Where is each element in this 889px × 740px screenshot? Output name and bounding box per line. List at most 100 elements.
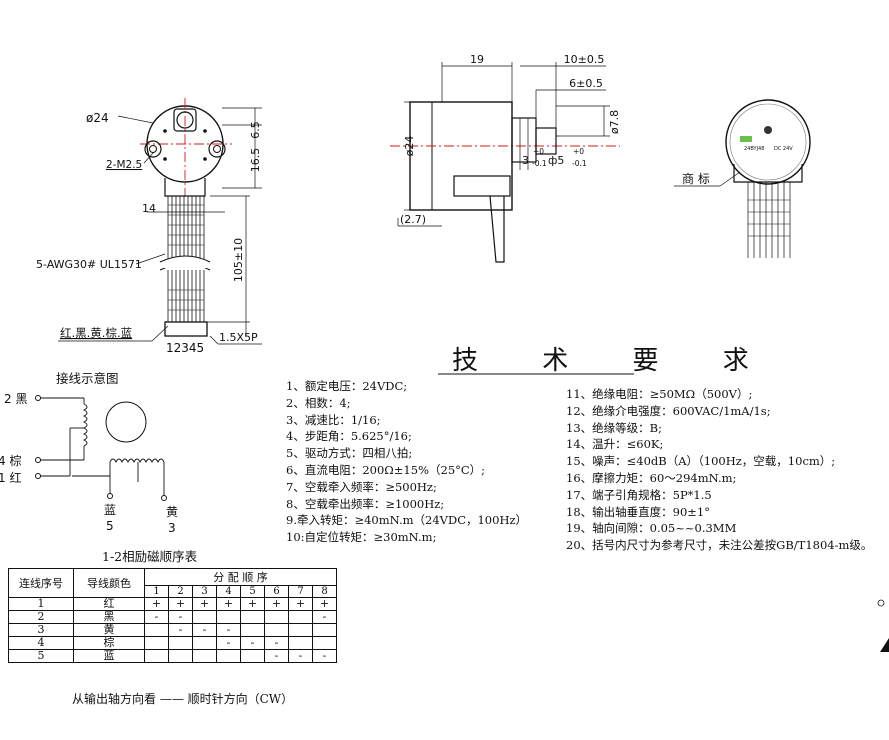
front-dim-diameter: ø24: [86, 111, 109, 125]
trademark-label: 商 标: [682, 171, 710, 186]
spec-item: 9.牵入转矩：≥40mN.m（24VDC，100Hz）: [286, 513, 528, 528]
cell: -: [144, 610, 169, 624]
cell: +: [312, 597, 337, 611]
side-dim-6: 6±0.5: [569, 77, 603, 90]
spec-item: 8、空载牵出频率：≥1000Hz;: [286, 496, 445, 511]
spec-item: 7、空载牵入频率：≥500Hz;: [286, 479, 437, 494]
step-header: 3: [192, 585, 217, 598]
spec-item: 18、输出轴垂直度：90±1°: [566, 504, 710, 519]
wire-connector: [164, 321, 208, 337]
spec-item: 5、驱动方式：四相八拍;: [286, 446, 413, 461]
spec-item: 2、相数：4;: [286, 395, 351, 410]
side-dim-phi24: ø24: [403, 136, 416, 157]
cell: [144, 649, 169, 663]
side-dim-3-tol-top: +0: [533, 147, 544, 156]
cell: -: [288, 649, 313, 663]
table-row: 4 棕 - - -: [8, 636, 337, 650]
cell: +: [240, 597, 265, 611]
cell: -: [240, 636, 265, 650]
cell: -: [312, 610, 337, 624]
cell: [216, 610, 241, 624]
step-header: 6: [264, 585, 289, 598]
side-dim-phi5-tol-bottom: -0.1: [572, 159, 587, 168]
spec-item: 16、摩擦力矩：60～294mN.m;: [566, 470, 737, 485]
tech-requirements-title: 技 术 要 求: [452, 346, 777, 376]
cell: [240, 623, 265, 637]
wiring-title: 接线示意图: [56, 371, 119, 386]
spec-item: 10:自定位转矩：≥30mN.m;: [286, 530, 437, 545]
row-color: 棕: [73, 636, 145, 650]
side-dim-3-tol-bottom: -0.1: [532, 159, 547, 168]
cell: +: [192, 597, 217, 611]
cell: [312, 623, 337, 637]
wire-colors-label: 红.黑.黄.棕.蓝: [60, 326, 132, 340]
sequence-table: 连线序号 导线颜色 分 配 顺 序 1 2 3 4 5 6 7 8 1 红 + …: [8, 568, 337, 663]
cell: -: [216, 623, 241, 637]
spec-item: 20、括号内尺寸为参考尺寸，未注公差按GB/T1804-m级。: [566, 538, 873, 553]
spec-item: 12、绝缘介电强度：600VAC/1mA/1s;: [566, 403, 771, 418]
spec-item: 4、步距角：5.625°/16;: [286, 429, 412, 444]
cell: +: [168, 597, 193, 611]
wiring-terminal-2: 2 黑: [4, 392, 27, 406]
cell: -: [264, 636, 289, 650]
wiring-yellow-num: 3: [168, 521, 176, 535]
step-header: 5: [240, 585, 265, 598]
cell: [240, 610, 265, 624]
wiring-blue-label: 蓝: [104, 503, 116, 517]
spec-item: 11、绝缘电阻：≥50MΩ（500V）;: [566, 387, 753, 401]
label-view-drawing: 24BYJ48 DC 24V 商 标: [674, 99, 811, 258]
row-color: 黄: [73, 623, 145, 637]
spec-item: 15、噪声：≤40dB（A）（100Hz，空载，10cm）;: [566, 454, 836, 469]
mount-ear-right: [208, 140, 226, 158]
side-dim-2-7: (2.7): [400, 213, 426, 226]
side-dim-phi5: ф5: [548, 154, 564, 167]
cell: -: [168, 623, 193, 637]
wiring-terminal-4: 4 棕: [0, 453, 21, 468]
cell: [144, 623, 169, 637]
wiring-terminal-1: 1 红: [0, 470, 21, 485]
header-sequence: 分 配 顺 序: [144, 568, 337, 586]
side-dim-phi7-8: ø7.8: [608, 110, 621, 134]
pin-numbers-label: 12345: [166, 341, 204, 355]
row-color: 蓝: [73, 649, 145, 663]
wiring-yellow-label: 黄: [166, 505, 178, 519]
cell: -: [192, 623, 217, 637]
cell: [312, 636, 337, 650]
cell: [288, 636, 313, 650]
cell: +: [144, 597, 169, 611]
table-row: 1 红 + + + + + + + +: [8, 597, 337, 611]
spec-item: 14、温升：≤60K;: [566, 437, 664, 452]
row-color: 黑: [73, 610, 145, 624]
front-view-drawing: ø24 2-M2.5 6.5 16.5 14 105±10 5-AWG30# U…: [36, 98, 262, 355]
cell: [168, 649, 193, 663]
cell: [216, 649, 241, 663]
side-view-drawing: 19 10±0.5 6±0.5 ø24 ø7.8 3 +0 -0.1 ф5 +0…: [390, 53, 621, 263]
row-no: 1: [8, 597, 74, 611]
header-wire-no: 连线序号: [8, 568, 74, 598]
cell: +: [216, 597, 241, 611]
wiring-diagram: 2 黑 4 棕 1 红 蓝 5 黄 3: [0, 392, 178, 535]
step-header: 7: [288, 585, 313, 598]
cell: [192, 649, 217, 663]
cell: -: [264, 649, 289, 663]
spec-item: 17、端子引角规格：5P*1.5: [566, 487, 712, 502]
cell: [288, 610, 313, 624]
cell: [192, 610, 217, 624]
spec-item: 3、减速比：1/16;: [286, 412, 381, 427]
spec-item: 19、轴向间隙：0.05~~0.3MM: [566, 521, 737, 536]
front-dim-105: 105±10: [232, 238, 245, 282]
front-dim-14: 14: [142, 202, 156, 215]
row-no: 4: [8, 636, 74, 650]
cell: -: [312, 649, 337, 663]
spec-list-left: 1、额定电压：24VDC; 2、相数：4; 3、减速比：1/16; 4、步距角：…: [286, 378, 527, 546]
spec-item: 13、绝缘等级：B;: [566, 420, 662, 435]
cell: [192, 636, 217, 650]
table-row: 3 黄 - - -: [8, 623, 337, 637]
wire-spec-label: 5-AWG30# UL1571: [36, 258, 142, 271]
connector-pitch-label: 1.5X5P: [219, 331, 258, 344]
step-header: 2: [168, 585, 193, 598]
cell: [264, 623, 289, 637]
cell: [144, 636, 169, 650]
side-dim-10: 10±0.5: [564, 53, 605, 66]
step-header: 1: [144, 585, 169, 598]
